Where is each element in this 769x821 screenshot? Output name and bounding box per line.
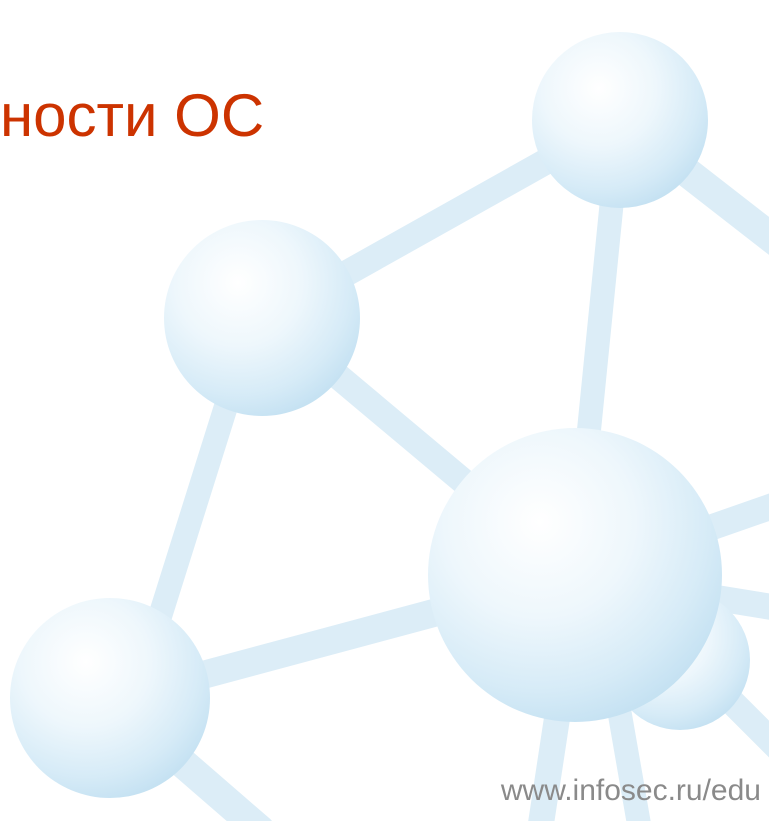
atom: [10, 598, 210, 798]
atom: [164, 220, 360, 416]
footer-url: www.infosec.ru/edu: [500, 774, 761, 807]
atom: [428, 428, 722, 722]
molecule-atoms: [10, 32, 750, 798]
atom: [532, 32, 708, 208]
slide-title: ности ОС: [0, 82, 265, 149]
